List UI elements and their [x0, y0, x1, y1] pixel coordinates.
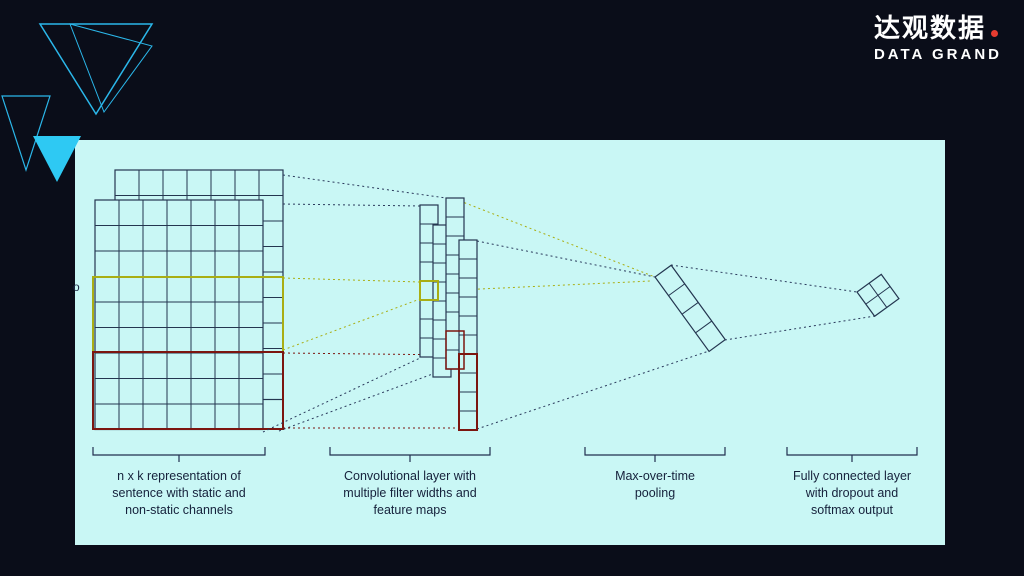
- sentence-matrix-front-channel: [94, 199, 264, 431]
- logo-block: 达观数据 DATA GRAND: [874, 14, 1002, 63]
- filter-window-red: [92, 351, 284, 430]
- logo-cn-text: 达观数据: [873, 13, 986, 43]
- brace-2: [329, 447, 491, 462]
- caption-line: with dropout and: [805, 485, 899, 500]
- caption-pooling: Max-over-time pooling: [560, 468, 750, 502]
- caption-representation: n x k representation of sentence with st…: [84, 468, 274, 519]
- caption-fully-connected: Fully connected layer with dropout and s…: [757, 468, 947, 519]
- caption-convolution: Convolutional layer with multiple filter…: [315, 468, 505, 519]
- caption-line: Max-over-time: [615, 469, 695, 483]
- caption-line: sentence with static and: [112, 485, 246, 500]
- caption-braces: [92, 447, 918, 462]
- decorative-triangle-outline-rotated: [69, 23, 153, 114]
- caption-line: feature maps: [373, 502, 447, 517]
- brace-1: [92, 447, 266, 462]
- caption-line: non-static channels: [125, 502, 233, 517]
- decorative-triangle-outline-small: [1, 95, 51, 172]
- feature-map-highlight-red-2: [458, 353, 478, 431]
- caption-line: Convolutional layer with: [343, 469, 476, 483]
- pooling-layer: [654, 264, 727, 353]
- connection-lines-dark: [262, 174, 876, 433]
- logo-en-text: DATA GRAND: [873, 45, 1002, 63]
- cnn-architecture-diagram: [92, 169, 918, 462]
- feature-map-highlight-red-1: [445, 330, 465, 370]
- feature-map-highlight-yellow: [419, 280, 439, 301]
- logo-dot-icon: [990, 30, 998, 37]
- caption-line: softmax output: [811, 502, 893, 517]
- diagram-panel: o n x k representation of sentence with …: [73, 140, 947, 545]
- left-text-fragment: o: [73, 280, 80, 294]
- decorative-triangle-outline-large: [38, 23, 154, 116]
- logo-cn-row: 达观数据: [874, 14, 1002, 43]
- fully-connected-layer: [856, 273, 900, 318]
- brace-4: [786, 447, 918, 462]
- caption-line: Fully connected layer: [792, 469, 912, 483]
- decorative-triangles: [1, 23, 154, 182]
- feature-map-column-4: [458, 239, 478, 431]
- caption-line: n x k representation of: [117, 469, 241, 483]
- caption-line: pooling: [634, 485, 676, 500]
- brace-3: [584, 447, 726, 462]
- caption-line: multiple filter widths and: [343, 485, 477, 500]
- decorative-triangle-filled: [33, 136, 81, 182]
